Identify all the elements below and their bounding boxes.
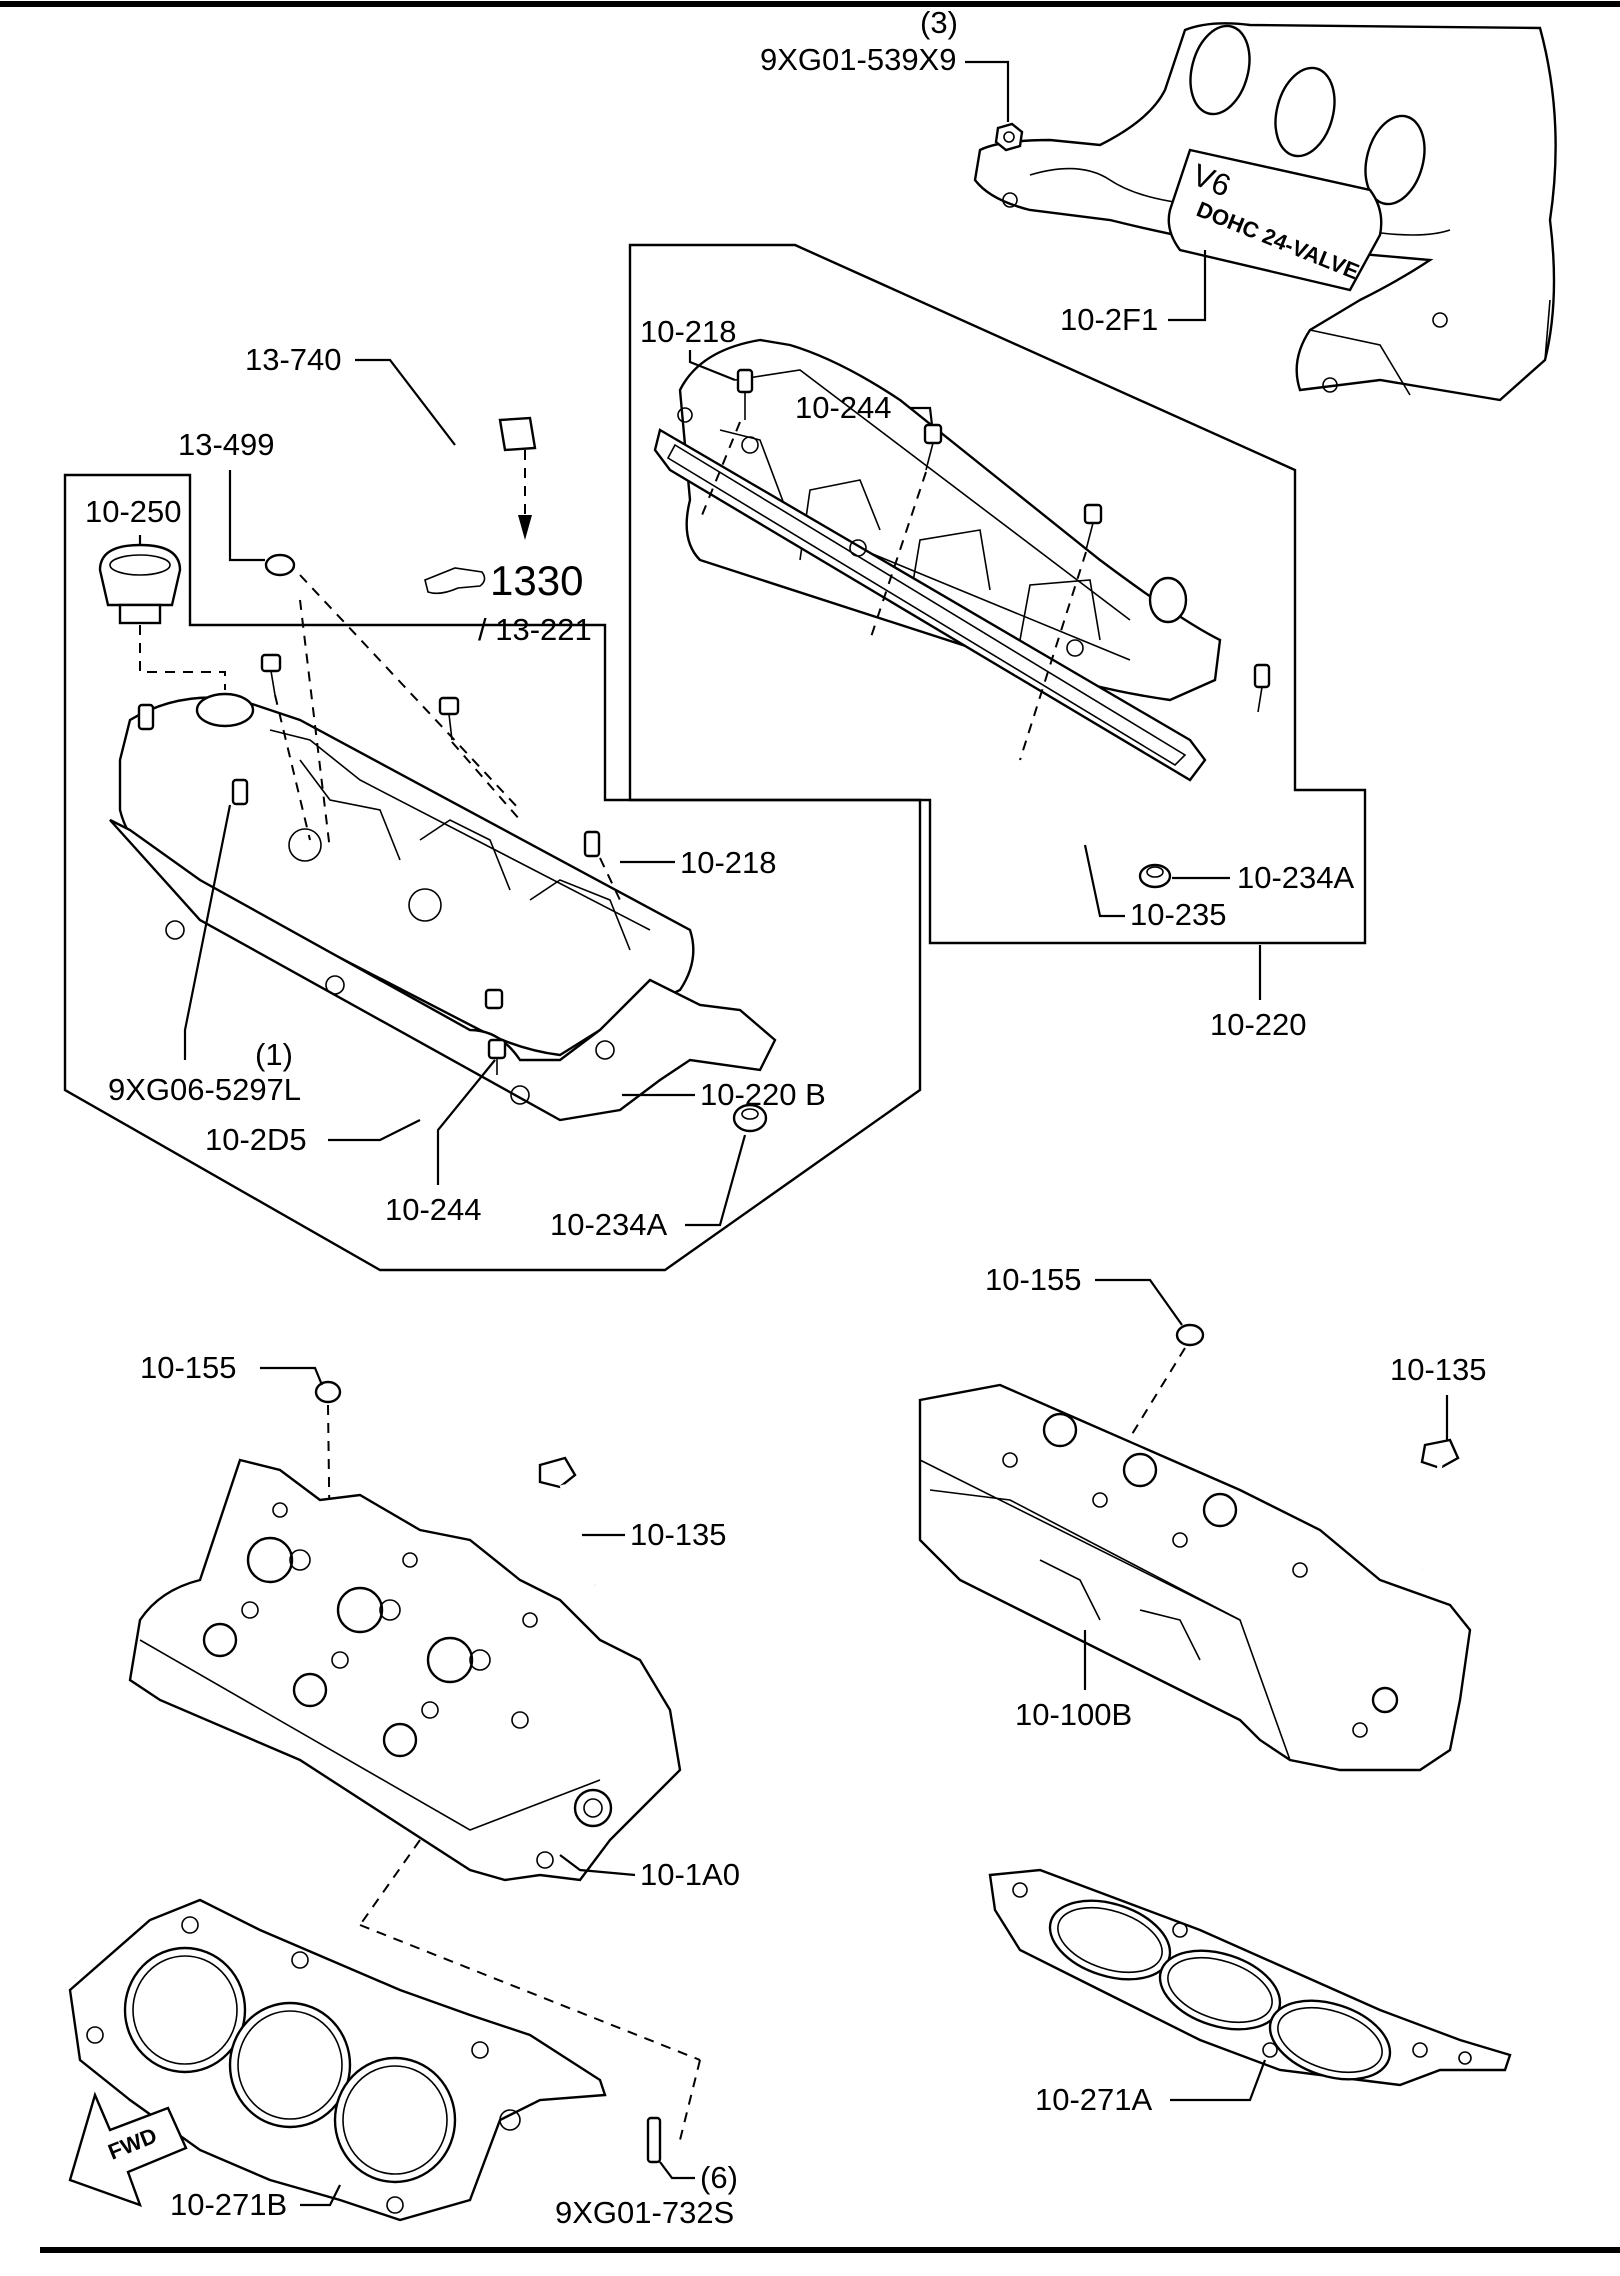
label-head-left: 10-1A0 bbox=[640, 1857, 740, 1892]
label-plug-right: 10-155 bbox=[985, 1262, 1082, 1297]
right-head-plug-part bbox=[1175, 1323, 1205, 1347]
label-qty-dowel: (6) bbox=[700, 2160, 738, 2195]
left-bolt-part-1 bbox=[260, 653, 282, 696]
right-bolt-part-1 bbox=[923, 423, 943, 471]
left-bolt-part-4 bbox=[487, 1038, 507, 1075]
label-hose: 13-740 bbox=[245, 342, 342, 377]
label-nut: 9XG01-539X9 bbox=[760, 42, 956, 77]
right-valve-cover-part bbox=[653, 338, 1222, 782]
label-plug-left: 10-155 bbox=[140, 1350, 237, 1385]
left-head-bolt-part bbox=[538, 1456, 598, 1586]
label-stud-right: 10-218 bbox=[640, 314, 737, 349]
label-gasket-right: 10-235 bbox=[1130, 897, 1227, 932]
label-dowel: 9XG01-732S bbox=[555, 2195, 734, 2230]
label-ref-1330: 1330 bbox=[490, 557, 583, 604]
label-cover-assy-right: 10-220 bbox=[1210, 1007, 1307, 1042]
label-hose-clamp: 13-499 bbox=[178, 427, 275, 462]
left-head-plug-part bbox=[314, 1380, 342, 1404]
reference-hand-icon bbox=[424, 567, 486, 595]
label-grommet-left: 10-234A bbox=[550, 1207, 668, 1242]
left-stud-part-1 bbox=[137, 703, 155, 731]
label-cover-assy-left: 10-220 B bbox=[700, 1077, 826, 1112]
label-head-gasket-left: 10-271B bbox=[170, 2187, 287, 2222]
left-cylinder-head-part bbox=[128, 1458, 682, 1882]
left-head-gasket-part bbox=[68, 1898, 607, 2222]
left-grommet-part bbox=[732, 1103, 768, 1133]
label-ref-13-221: / 13-221 bbox=[478, 612, 592, 647]
right-cylinder-head-part bbox=[918, 1383, 1472, 1772]
left-valve-cover-part bbox=[109, 692, 777, 1122]
dowel-pin-part bbox=[646, 2116, 662, 2164]
label-head-right: 10-100B bbox=[1015, 1697, 1132, 1732]
forward-arrow-icon bbox=[68, 2091, 188, 2207]
label-oil-cap: 10-250 bbox=[85, 494, 182, 529]
right-stud-part bbox=[736, 368, 754, 420]
label-qty-stud-left: (1) bbox=[255, 1037, 293, 1072]
label-stud-left: 10-218 bbox=[680, 845, 777, 880]
right-head-gasket-part bbox=[988, 1868, 1512, 2087]
label-grommet-right: 10-234A bbox=[1237, 860, 1355, 895]
nut-part bbox=[994, 122, 1024, 152]
label-head-gasket-right: 10-271A bbox=[1035, 2082, 1153, 2117]
right-grommet-part bbox=[1138, 863, 1172, 889]
label-bolt-left: 10-244 bbox=[385, 1192, 482, 1227]
label-bolt-head-left: 10-135 bbox=[630, 1517, 727, 1552]
engine-cover-part bbox=[973, 22, 1557, 402]
label-gasket-left: 10-2D5 bbox=[205, 1122, 307, 1157]
right-stud-part-2 bbox=[1253, 663, 1271, 713]
left-stud-part-2 bbox=[231, 778, 249, 806]
label-qty-nut: (3) bbox=[920, 5, 958, 40]
left-cover-frame bbox=[63, 473, 922, 1272]
left-bolt-part-3 bbox=[484, 988, 504, 1010]
right-head-bolt-part bbox=[1419, 1438, 1460, 1571]
pcv-hose-part bbox=[264, 416, 537, 581]
left-stud-part-3 bbox=[583, 830, 601, 858]
label-bolt-head-right: 10-135 bbox=[1390, 1352, 1487, 1387]
label-engine-cover: 10-2F1 bbox=[1060, 302, 1158, 337]
left-bolt-part-2 bbox=[438, 696, 460, 741]
label-bolt-right: 10-244 bbox=[795, 390, 892, 425]
label-stud-9xg: 9XG06-5297L bbox=[108, 1072, 301, 1107]
right-bolt-part-2 bbox=[1083, 503, 1103, 551]
oil-cap-part bbox=[98, 543, 182, 625]
